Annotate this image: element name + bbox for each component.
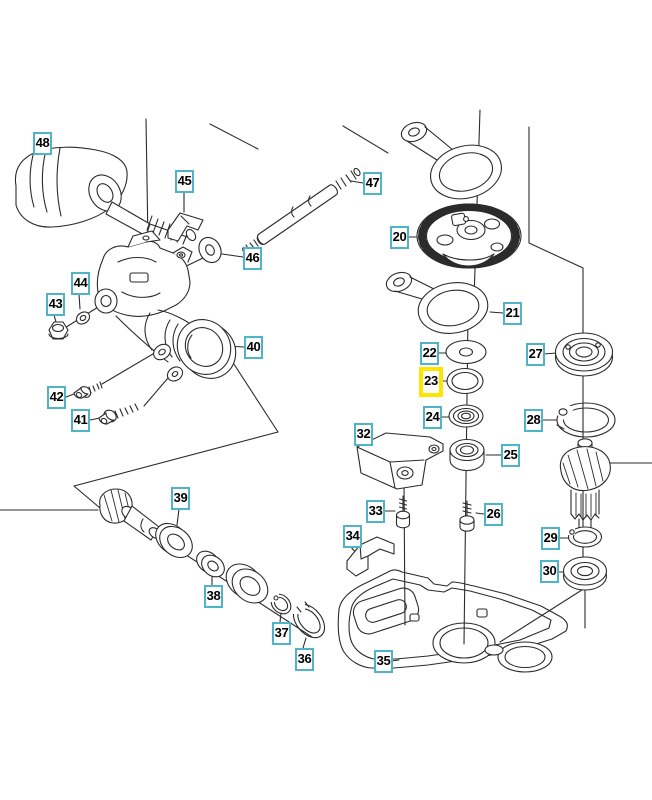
part-drawing-23-ring (446, 367, 484, 395)
part-label-39[interactable]: 39 (171, 487, 190, 510)
part-drawing-28-snap-ring (548, 396, 616, 438)
part-drawing-45 (167, 212, 204, 242)
part-label-46[interactable]: 46 (243, 247, 262, 270)
part-drawing-38-bearing (196, 550, 225, 578)
part-label-44[interactable]: 44 (71, 272, 90, 295)
part-label-34[interactable]: 34 (343, 525, 362, 548)
part-label-40[interactable]: 40 (244, 336, 263, 359)
part-label-38[interactable]: 38 (204, 585, 223, 608)
part-drawing-42-screw (73, 381, 103, 399)
part-drawing-44-washer (75, 311, 91, 325)
part-drawing-33-screw (395, 495, 411, 529)
part-label-32[interactable]: 32 (354, 423, 373, 446)
part-drawing-32-bracket (356, 432, 444, 490)
part-drawing-24-washer (448, 404, 484, 428)
part-drawing-22-washer (445, 339, 487, 365)
part-label-42[interactable]: 42 (47, 386, 66, 409)
part-drawing-20-gear (416, 203, 522, 269)
part-label-41[interactable]: 41 (71, 409, 90, 432)
part-label-28[interactable]: 28 (524, 409, 543, 432)
part-label-36[interactable]: 36 (295, 648, 314, 671)
part-label-37[interactable]: 37 (272, 622, 291, 645)
part-label-25[interactable]: 25 (501, 444, 520, 467)
part-drawing-29-ring (566, 526, 603, 548)
part-label-48[interactable]: 48 (33, 132, 52, 155)
part-label-35[interactable]: 35 (374, 650, 393, 673)
part-drawing-46-washer (198, 236, 222, 264)
part-label-20[interactable]: 20 (390, 226, 409, 249)
part-drawing-26-screw (459, 500, 475, 532)
part-drawing-39-gear-shaft (99, 488, 162, 541)
part-label-45[interactable]: 45 (175, 170, 194, 193)
part-drawing-rod-top (400, 121, 502, 200)
part-label-33[interactable]: 33 (366, 500, 385, 523)
part-drawing-27-bearing (554, 332, 614, 377)
part-drawing-48-knob (14, 146, 197, 245)
part-drawing-37-snap-ring (270, 593, 292, 615)
part-drawing-36-snap-ring (292, 601, 326, 639)
part-drawing-38b-ring (225, 563, 269, 604)
part-label-29[interactable]: 29 (541, 527, 560, 550)
part-drawing-41-screw (98, 403, 139, 425)
part-drawing-35-base-plate (337, 569, 568, 673)
part-drawing-47-shaft (242, 167, 361, 254)
part-label-21[interactable]: 21 (503, 302, 522, 325)
part-drawing-25-bearing (449, 438, 485, 472)
part-label-47[interactable]: 47 (363, 172, 382, 195)
part-label-30[interactable]: 30 (540, 560, 559, 583)
part-drawing-39-ring (155, 522, 193, 559)
part-label-27[interactable]: 27 (526, 343, 545, 366)
part-label-23[interactable]: 23 (419, 367, 443, 397)
part-label-26[interactable]: 26 (484, 503, 503, 526)
part-drawing-pinion-gear (559, 438, 611, 539)
part-label-43[interactable]: 43 (46, 293, 65, 316)
part-drawing-21-rod (385, 271, 489, 334)
part-drawing-43-nut (48, 321, 69, 340)
part-label-22[interactable]: 22 (420, 342, 439, 365)
part-label-24[interactable]: 24 (423, 406, 442, 429)
part-drawing-30-bearing (562, 556, 608, 591)
part-drawing-40-housing (94, 230, 237, 382)
